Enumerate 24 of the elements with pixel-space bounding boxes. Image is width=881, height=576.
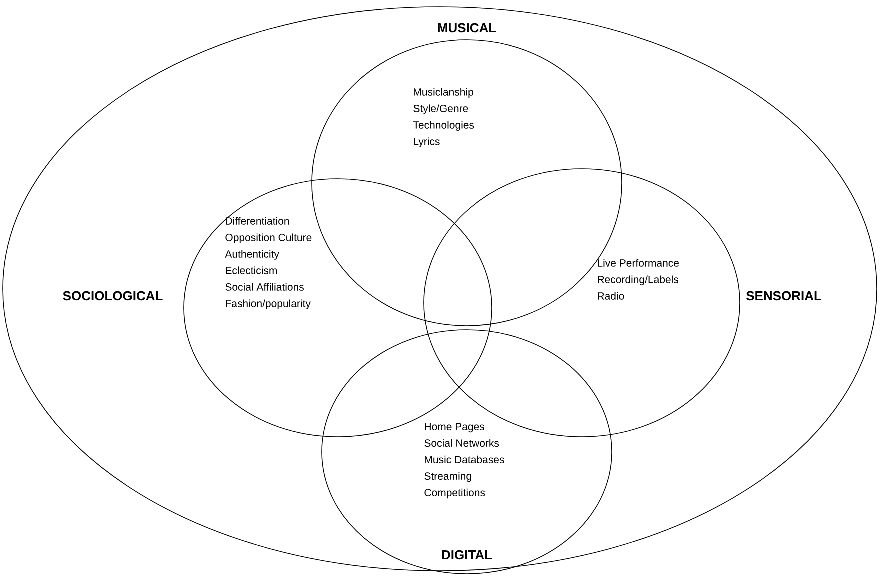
node-label: Musiclanship <box>414 88 474 98</box>
node-label: Opposition Culture <box>226 234 312 244</box>
category-heading: SENSORIAL <box>746 291 822 301</box>
node-label: Fashion/popularity <box>226 300 311 310</box>
node-label: Authenticity <box>225 250 280 260</box>
node-label: Technologies <box>413 121 474 131</box>
node-label: Lyrics <box>414 138 440 148</box>
node-label: Music Databases <box>425 456 504 464</box>
node-label: Home Pages <box>425 423 484 433</box>
item-list: Home Pages Social Networks Music Databases Streaming Competitions <box>424 423 504 499</box>
node-label: Eclecticism <box>226 266 277 274</box>
node-label: Streaming <box>424 472 472 482</box>
node-label: Social Networks <box>424 439 500 448</box>
item-list: Live Performance Recording/Labels Radio <box>598 259 679 300</box>
node-label: Style/Genre <box>414 104 468 114</box>
category-heading: DIGITAL <box>442 550 492 560</box>
node-label: Competitions <box>424 488 486 499</box>
node-label: Social Affiliations <box>226 283 304 291</box>
category-heading: SOCIOLOGICAL <box>63 291 163 301</box>
outer-ellipse <box>2 6 878 572</box>
category-heading: MUSICAL <box>438 23 496 33</box>
item-list: Musiclanship Style/Genre Technologies Lyrics <box>413 88 474 148</box>
node-label: Differentiation <box>226 217 290 225</box>
item-list: Differentiation Opposition Culture Authenticity Eclecticism Social Affiliations Fashion/popularity <box>225 217 312 310</box>
